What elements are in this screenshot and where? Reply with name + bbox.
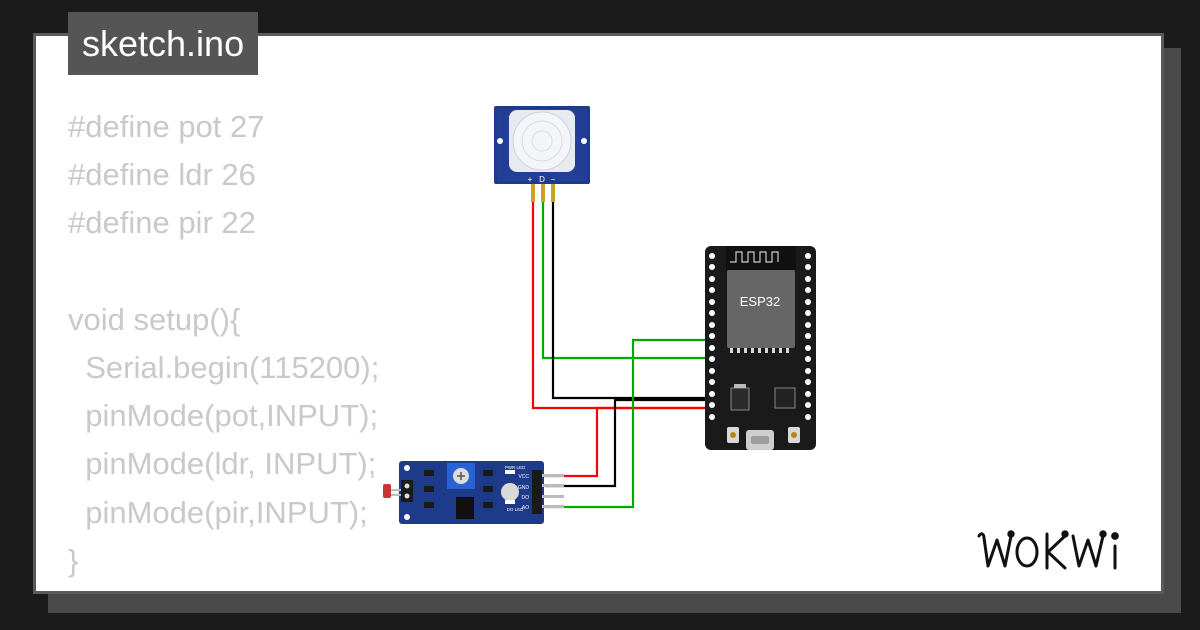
pir-pin-label: +: [528, 175, 533, 184]
code-line: Serial.begin(115200);: [68, 349, 380, 385]
ldr-pin-label: DO: [522, 495, 530, 501]
wire-pir-vcc: [531, 182, 710, 410]
wire-pir-data: [541, 182, 710, 360]
code-line: #define ldr 26: [68, 157, 256, 193]
esp32-board[interactable]: ESP32: [705, 246, 816, 450]
pir-pin-label: D: [539, 175, 545, 184]
code-line: #define pot 27: [68, 109, 265, 144]
ldr-module[interactable]: PWR LED DO LED VCC GND DO AO: [383, 461, 564, 524]
wire-pir-gnd: [551, 182, 710, 400]
pir-pin-label: −: [551, 175, 556, 184]
code-line: pinMode(ldr, INPUT);: [68, 446, 377, 482]
sketch-filename: sketch.ino: [68, 12, 259, 75]
wokwi-logo: [977, 530, 1119, 570]
wire-ldr-ao: [545, 338, 710, 509]
ldr-pin-label: VCC: [518, 474, 529, 480]
code-line: #define pir 22: [68, 205, 256, 241]
ldr-led-label: PWR LED: [505, 465, 526, 470]
pir-sensor[interactable]: + D −: [494, 106, 590, 202]
project-card[interactable]: [33, 33, 1164, 594]
code-line: }: [68, 542, 79, 578]
ldr-pin-label: GND: [518, 485, 530, 491]
wires: [531, 182, 710, 509]
code-preview: #define pot 27 #define ldr 26 #define pir …: [68, 103, 379, 585]
wire-ldr-gnd: [545, 398, 710, 488]
code-line: pinMode(pot,INPUT);: [68, 398, 379, 434]
code-line: void setup(){: [68, 301, 241, 337]
esp32-label: ESP32: [740, 294, 780, 309]
code-line: pinMode(pir,INPUT);: [68, 494, 368, 530]
wire-ldr-vcc: [545, 406, 710, 478]
ldr-pin-label: AO: [522, 505, 529, 511]
ldr-led-label: DO LED: [507, 507, 525, 512]
